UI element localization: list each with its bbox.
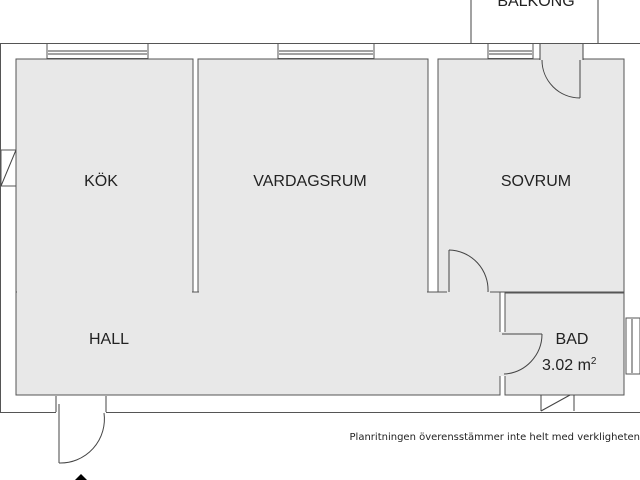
room-label-hall: HALL xyxy=(89,331,129,348)
door-balkong xyxy=(539,44,584,99)
window-vardagsrum xyxy=(277,43,375,59)
door-bad xyxy=(498,332,543,376)
room-bad xyxy=(504,292,625,396)
room-label-balkong: BALKONG xyxy=(497,0,574,10)
room-area-bad: 3.02 m2 xyxy=(542,356,597,374)
room-sovrum xyxy=(437,58,625,293)
window-sovrum xyxy=(487,43,534,59)
room-vardagsrum xyxy=(197,58,429,296)
door-bad-window xyxy=(540,394,575,412)
vent-kok xyxy=(0,149,17,187)
balcony xyxy=(470,0,599,43)
room-label-bad: BAD xyxy=(556,331,589,348)
disclaimer-text: Planritningen överensstämmer inte helt m… xyxy=(350,432,640,443)
door-entrance[interactable] xyxy=(55,396,107,464)
room-label-vardagsrum: VARDAGSRUM xyxy=(253,173,367,190)
room-kok xyxy=(15,58,194,296)
hall-kok-opening xyxy=(17,285,192,300)
window-kok xyxy=(46,43,149,59)
room-label-kok: KÖK xyxy=(84,172,118,190)
door-sovrum xyxy=(447,249,490,298)
window-bad xyxy=(625,317,640,375)
hall-vardagsrum-opening xyxy=(199,285,427,300)
entrance-arrow-icon xyxy=(75,474,87,480)
room-label-sovrum: SOVRUM xyxy=(501,173,571,190)
